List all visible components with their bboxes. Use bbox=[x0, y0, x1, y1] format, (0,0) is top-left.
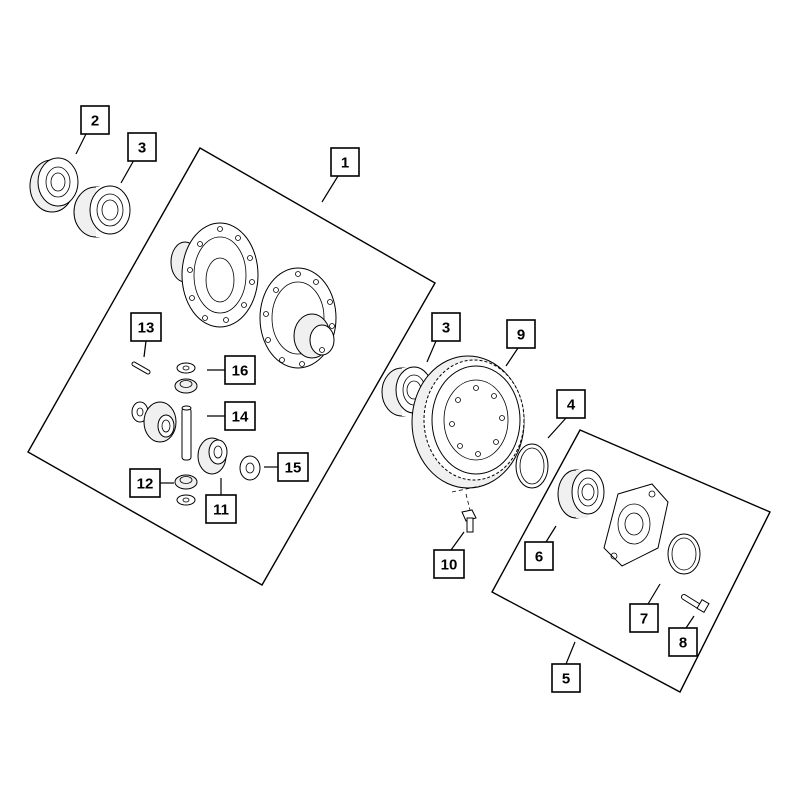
callout-15-label: 15 bbox=[285, 460, 302, 477]
callout-10-label: 10 bbox=[441, 557, 458, 574]
leader-9 bbox=[505, 347, 519, 367]
callout-8: 8 bbox=[668, 627, 698, 657]
thrust-washer-part-16-upper[interactable] bbox=[176, 362, 196, 374]
leader-2 bbox=[75, 131, 88, 155]
leader-8 bbox=[685, 615, 695, 629]
ring-gear-part-9[interactable] bbox=[411, 355, 525, 489]
callout-4: 4 bbox=[556, 389, 586, 419]
thrust-washer-part-12-lower[interactable] bbox=[176, 494, 196, 506]
bolt-holes-left bbox=[187, 226, 255, 323]
callout-4-label: 4 bbox=[567, 397, 576, 414]
callout-12: 12 bbox=[129, 468, 161, 498]
leader-10 bbox=[450, 531, 465, 551]
callout-15: 15 bbox=[277, 452, 309, 482]
leader-3b bbox=[426, 340, 437, 363]
callout-13: 13 bbox=[130, 312, 162, 342]
ring-gear-bolt-holes bbox=[449, 385, 505, 457]
differential-case-left-half[interactable] bbox=[170, 222, 259, 328]
leader-7 bbox=[647, 583, 661, 605]
leader-6 bbox=[545, 525, 557, 543]
callout-14: 14 bbox=[224, 401, 256, 431]
retainer-plate[interactable] bbox=[603, 483, 669, 567]
callout-16: 16 bbox=[224, 355, 256, 385]
callout-1-label: 1 bbox=[341, 155, 349, 172]
callout-3-upper-label: 3 bbox=[138, 140, 146, 157]
callout-16-label: 16 bbox=[232, 363, 249, 380]
pinion-gear-part-12[interactable] bbox=[174, 474, 198, 490]
callout-2: 2 bbox=[80, 105, 110, 135]
shim-part-4[interactable] bbox=[515, 443, 549, 489]
leader-5 bbox=[565, 641, 576, 665]
leader-1 bbox=[321, 175, 339, 203]
pinion-gear-part-16[interactable] bbox=[174, 378, 198, 394]
seal-kit-frame bbox=[491, 429, 771, 693]
bolt-part-10[interactable] bbox=[461, 509, 477, 533]
callout-3-upper: 3 bbox=[127, 132, 157, 162]
callout-12-label: 12 bbox=[137, 476, 154, 493]
callout-6-label: 6 bbox=[535, 549, 543, 566]
leader-3a bbox=[120, 159, 135, 184]
cross-shaft-part-14[interactable] bbox=[181, 405, 192, 461]
leader-13 bbox=[143, 340, 147, 358]
callout-13-label: 13 bbox=[138, 320, 155, 337]
callout-7-label: 7 bbox=[640, 611, 648, 628]
callout-5: 5 bbox=[551, 663, 581, 693]
bolt-holes-right bbox=[263, 271, 335, 367]
callout-9-label: 9 bbox=[517, 327, 525, 344]
seal-part-6[interactable] bbox=[557, 469, 605, 519]
seal-part-2[interactable] bbox=[29, 157, 79, 213]
callout-11: 11 bbox=[205, 494, 237, 524]
pin-part-13[interactable] bbox=[131, 361, 151, 375]
leader-4 bbox=[547, 417, 567, 439]
bolt-alignment-line bbox=[451, 485, 481, 511]
side-gear-part-11[interactable] bbox=[197, 437, 228, 475]
bolt-part-8[interactable] bbox=[681, 594, 710, 614]
callout-3-lower-label: 3 bbox=[442, 320, 450, 337]
differential-case-right-half[interactable] bbox=[259, 267, 337, 369]
bearing-part-3-upper[interactable] bbox=[73, 185, 131, 238]
callout-2-label: 2 bbox=[91, 113, 99, 130]
callout-3-lower: 3 bbox=[431, 312, 461, 342]
callout-6: 6 bbox=[524, 541, 554, 571]
callout-8-label: 8 bbox=[679, 635, 687, 652]
side-gear-left[interactable] bbox=[143, 401, 177, 443]
thrust-washer-part-15[interactable] bbox=[239, 455, 261, 481]
callout-7: 7 bbox=[629, 603, 659, 633]
callout-10: 10 bbox=[433, 549, 465, 579]
differential-assembly-frame bbox=[27, 147, 436, 586]
callout-9: 9 bbox=[506, 319, 536, 349]
callout-14-label: 14 bbox=[232, 409, 249, 426]
callout-1: 1 bbox=[330, 147, 360, 177]
callout-11-label: 11 bbox=[213, 502, 229, 519]
callout-5-label: 5 bbox=[562, 671, 570, 688]
o-ring-part-7[interactable] bbox=[667, 533, 701, 575]
